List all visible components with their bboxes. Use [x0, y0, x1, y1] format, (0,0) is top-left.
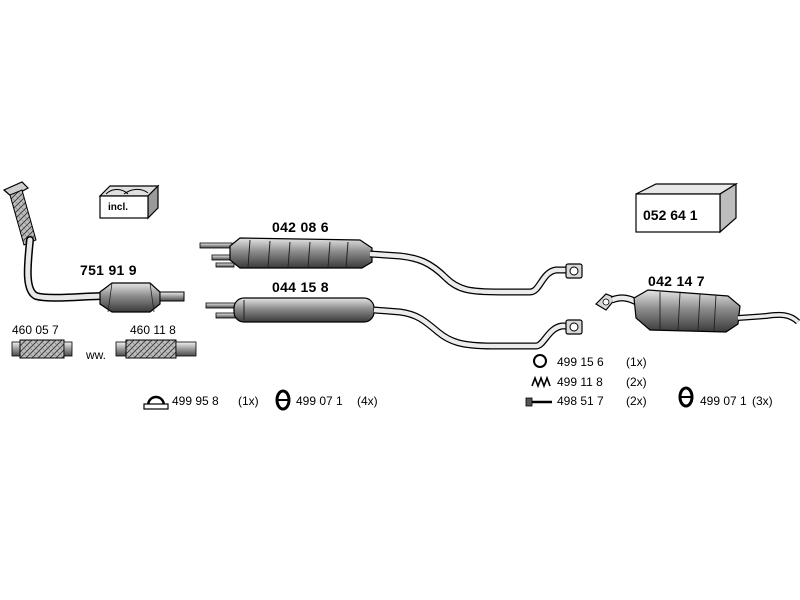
flex-pipe-left	[11, 339, 73, 359]
hardware-quantity: (4x)	[357, 394, 378, 408]
front-pipe-assembly	[2, 181, 185, 313]
hardware-part-number: 498 51 7	[557, 394, 604, 408]
hardware-part-number: 499 11 8	[557, 375, 603, 389]
hardware-quantity: (3x)	[752, 394, 773, 408]
bolt-icon	[525, 397, 552, 407]
catalytic-converter	[99, 282, 161, 313]
hardware-quantity: (2x)	[626, 394, 647, 408]
flex-pipe-right	[115, 339, 197, 359]
hardware-part-number: 499 95 8	[172, 394, 219, 408]
rubber-mount-icon	[275, 389, 291, 411]
hardware-part-number: 499 15 6	[557, 355, 604, 369]
hardware-part-number: 499 07 1	[700, 394, 747, 408]
incl-box-icon	[98, 184, 160, 220]
flex-alternative-label: ww.	[86, 348, 107, 362]
gasket-ring-icon	[533, 354, 547, 368]
part-number-middle-silencer-lower: 044 15 8	[272, 279, 329, 295]
part-number-front-pipe: 751 91 9	[80, 262, 137, 278]
middle-silencer-upper	[199, 237, 583, 296]
hardware-quantity: (2x)	[626, 375, 647, 389]
part-number-flex-pipe-right: 460 11 8	[130, 323, 176, 337]
part-number-rear-silencer: 042 14 7	[648, 273, 705, 289]
hardware-quantity: (1x)	[626, 355, 647, 369]
part-number-mounting-kit: 052 64 1	[643, 207, 698, 223]
front-pipe-flex-section	[9, 189, 37, 246]
kit-box-icon	[635, 182, 739, 234]
clamp-icon	[143, 395, 169, 410]
middle-silencer-lower	[205, 297, 583, 350]
spring-icon	[531, 375, 551, 389]
rubber-mount-icon	[678, 386, 694, 408]
part-number-middle-silencer-upper: 042 08 6	[272, 219, 329, 235]
rear-silencer	[595, 289, 800, 333]
part-number-flex-pipe-left: 460 05 7	[12, 323, 59, 337]
hardware-quantity: (1x)	[238, 394, 259, 408]
front-pipe-flange	[2, 181, 29, 198]
hardware-part-number: 499 07 1	[296, 394, 343, 408]
incl-label: incl.	[108, 202, 129, 213]
